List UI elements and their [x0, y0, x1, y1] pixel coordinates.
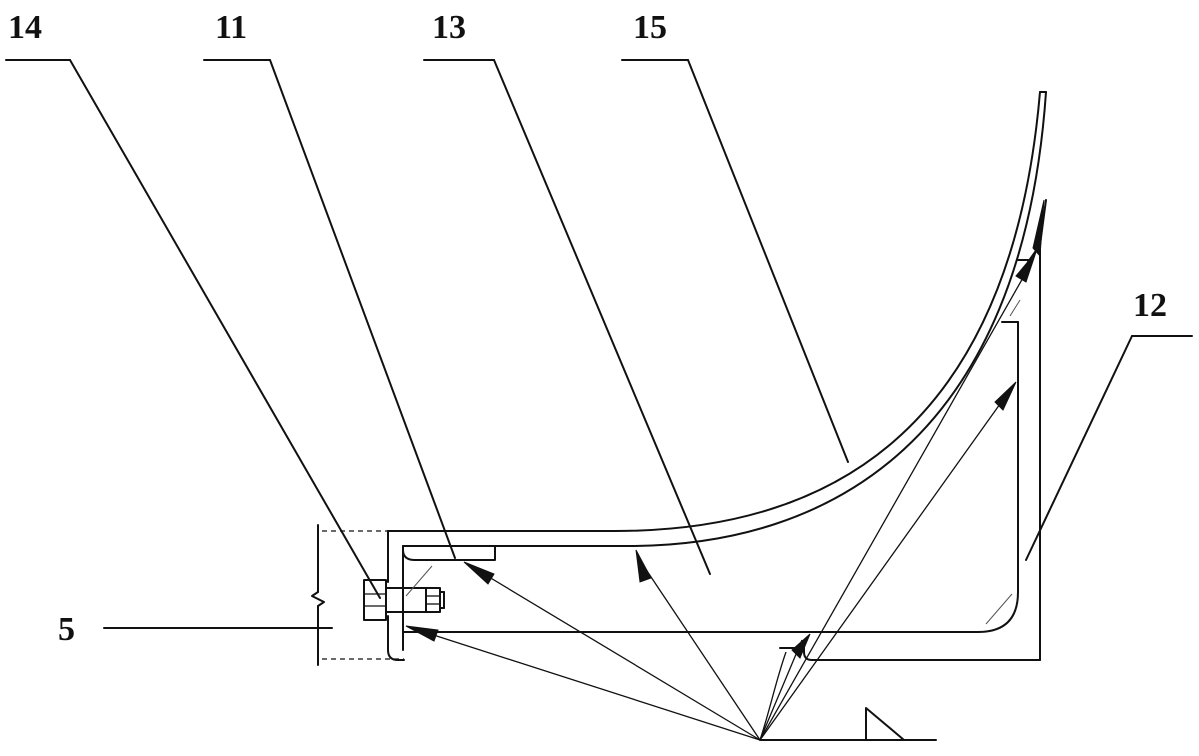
support-bracket-part-12 [779, 249, 1041, 661]
curved-trough-part-15 [397, 91, 1047, 547]
label-5: 5 [58, 611, 75, 648]
trough-lining-part-13 [402, 259, 1031, 633]
weld-arrowheads [405, 251, 1037, 659]
weld-arrow-lines [417, 261, 1033, 741]
bracket-flange [387, 530, 405, 661]
hatch-marks [405, 299, 1021, 625]
label-13: 13 [432, 9, 466, 46]
wall-part-5 [311, 524, 404, 666]
label-shelves [5, 59, 1193, 629]
label-14: 14 [8, 9, 42, 46]
ground-base [759, 707, 937, 741]
label-11: 11 [215, 9, 247, 46]
bolt-part-14 [363, 579, 445, 621]
label-12: 12 [1133, 287, 1167, 324]
label-15: 15 [633, 9, 667, 46]
leader-lines [69, 59, 1133, 599]
